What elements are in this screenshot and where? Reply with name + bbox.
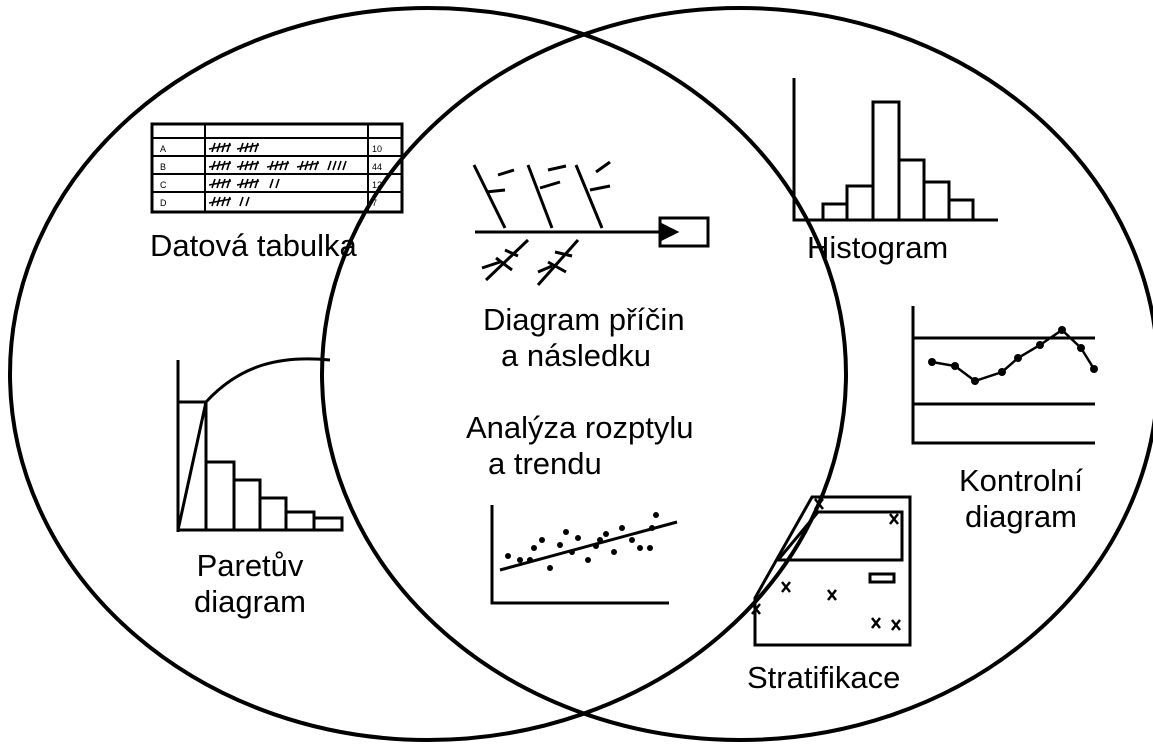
label-analyza-rozptylu: Analýza rozptylu a trendu (466, 410, 693, 482)
left-circle (8, 6, 848, 742)
right-circle (320, 6, 1153, 742)
table-row-label: B (160, 162, 166, 172)
table-row-count: 7 (372, 198, 377, 208)
label-analyza-line1: Analýza rozptylu (466, 410, 694, 445)
label-kontrolni-line1: Kontrolní (958, 463, 1084, 498)
label-analyza-line2: a trendu (488, 446, 602, 481)
label-kontrolni-diagram: Kontrolní diagram (946, 463, 1096, 535)
label-datova-tabulka: Datová tabulka (150, 228, 357, 263)
label-pricin-line2: a následku (501, 338, 651, 373)
label-pricin-line1: Diagram příčin (483, 302, 685, 337)
table-row-label: A (160, 144, 166, 154)
label-paretuv-line1: Paretův (196, 548, 304, 583)
scatter-diagram-icon (490, 505, 678, 605)
table-row-count: 10 (372, 144, 382, 154)
data-table-icon: A B C D 10 44 12 7 (150, 122, 404, 214)
pareto-chart-icon (176, 357, 344, 532)
histogram-icon (792, 78, 998, 222)
fishbone-icon (472, 160, 710, 286)
label-diagram-pricin: Diagram příčin a následku (483, 302, 685, 374)
control-chart-icon (911, 306, 1098, 445)
label-histogram: Histogram (807, 230, 949, 265)
table-row-label: C (160, 180, 167, 190)
label-kontrolni-line2: diagram (965, 499, 1077, 534)
table-row-count: 12 (372, 180, 382, 190)
table-row-count: 44 (372, 162, 382, 172)
label-paretuv-line2: diagram (194, 584, 306, 619)
label-paretuv-diagram: Paretův diagram (180, 548, 320, 620)
stratification-icon (751, 495, 912, 647)
label-stratifikace: Stratifikace (747, 660, 901, 695)
table-row-label: D (160, 198, 167, 208)
